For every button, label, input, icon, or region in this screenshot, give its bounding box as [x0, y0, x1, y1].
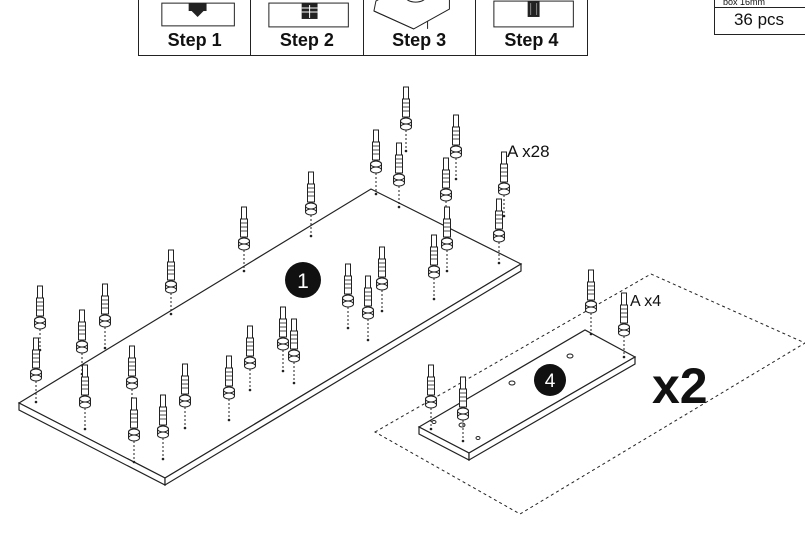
panel-1-number: 1 — [297, 270, 309, 293]
step-3: Step 3 — [364, 0, 476, 55]
small-panel-outline — [373, 273, 805, 515]
step-3-icon — [372, 0, 450, 30]
dowel-A — [450, 114, 462, 181]
step-4-label: Step 4 — [504, 30, 559, 50]
step-1-icon — [161, 2, 235, 27]
step-3-label: Step 3 — [392, 30, 447, 50]
step-2-label: Step 2 — [279, 30, 334, 50]
step-1: Step 1 — [139, 0, 252, 55]
step-4: Step 4 — [476, 0, 587, 55]
step-1-label: Step 1 — [167, 30, 222, 50]
dowel-A — [165, 249, 177, 316]
step-header: Step 1 Step 2 Step 3 Step 4 — [138, 0, 588, 56]
dowel-A — [370, 129, 382, 196]
dowel-A — [238, 206, 250, 273]
step-2-icon — [268, 2, 350, 28]
quantity-multiplier: x2 — [652, 358, 708, 414]
part-count-value: 36 pcs — [733, 10, 785, 29]
panel-4-badge — [534, 364, 566, 396]
dowel-A — [99, 283, 111, 350]
large-panel-dowel-callout: A x28 — [507, 142, 550, 161]
dowel-A — [585, 269, 597, 336]
large-panel — [17, 188, 523, 487]
dowel-A — [400, 86, 412, 153]
step-2: Step 2 — [251, 0, 364, 55]
part-count-header: box 16mm — [715, 0, 805, 8]
dowel-A — [393, 142, 405, 209]
panel-4-number: 4 — [545, 371, 556, 392]
part-count-box: box 16mm 36 pcs — [714, 0, 805, 35]
small-panel-dowel-callout: A x4 — [630, 293, 661, 310]
panel-1-badge — [285, 262, 321, 298]
small-panel — [417, 329, 637, 462]
step-4-icon — [493, 0, 574, 28]
